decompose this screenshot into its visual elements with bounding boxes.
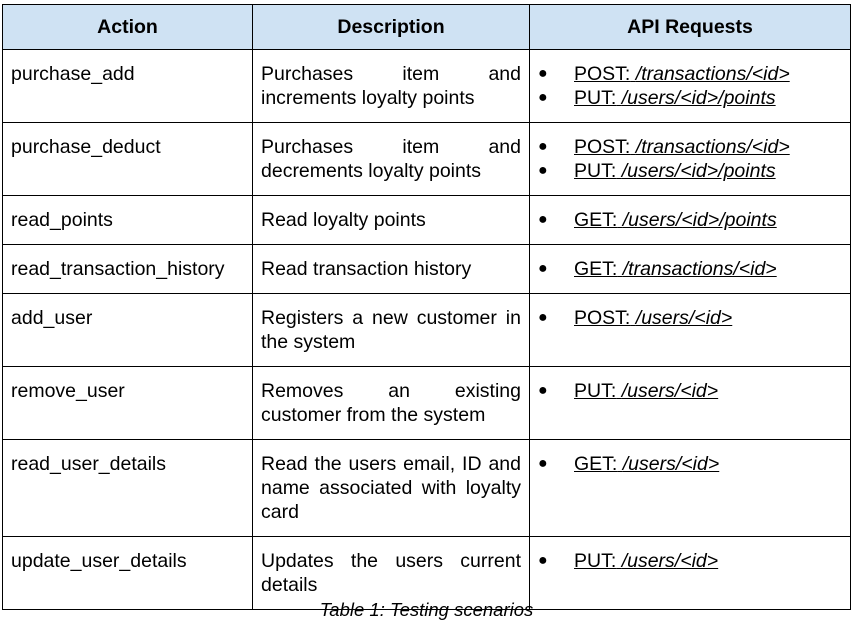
endpoint-path: /users/<id>/points (621, 160, 776, 182)
bullet-icon: ● (538, 455, 548, 472)
api-request-list: ● POST: /transactions/<id> ● PUT: /users/<i… (538, 135, 842, 183)
api-request-item: ● POST: /transactions/<id> (538, 62, 842, 86)
api-request-item: ● PUT: /users/<id>/points (538, 159, 842, 183)
bullet-icon: ● (538, 211, 548, 228)
api-requests-cell: ● POST: /users/<id> (529, 293, 851, 367)
api-request-link[interactable]: GET: /users/<id>/points (574, 209, 777, 231)
api-request-item: ● GET: /users/<id>/points (538, 208, 842, 232)
api-request-list: ● PUT: /users/<id> (538, 549, 842, 573)
api-requests-cell: ● GET: /users/<id> (529, 439, 851, 537)
http-method: GET: (574, 258, 618, 280)
http-method: PUT: (574, 550, 617, 572)
api-requests-cell: ● PUT: /users/<id> (529, 536, 851, 610)
api-request-item: ● POST: /users/<id> (538, 306, 842, 330)
http-method: POST: (574, 307, 631, 329)
bullet-icon: ● (538, 138, 548, 155)
endpoint-path: /transactions/<id> (635, 136, 790, 158)
http-method: PUT: (574, 160, 617, 182)
header-row: Action Description API Requests (2, 4, 851, 50)
http-method: GET: (574, 209, 618, 231)
action-cell: remove_user (2, 366, 253, 440)
action-cell: read_points (2, 195, 253, 245)
endpoint-path: /users/<id> (622, 453, 720, 475)
action-cell: update_user_details (2, 536, 253, 610)
endpoint-path: /transactions/<id> (635, 63, 790, 85)
http-method: POST: (574, 136, 631, 158)
api-request-list: ● GET: /users/<id> (538, 452, 842, 476)
api-requests-cell: ● PUT: /users/<id> (529, 366, 851, 440)
api-request-item: ● GET: /users/<id> (538, 452, 842, 476)
api-request-item: ● PUT: /users/<id> (538, 379, 842, 403)
bullet-icon: ● (538, 309, 548, 326)
api-request-list: ● PUT: /users/<id> (538, 379, 842, 403)
table-header: Action Description API Requests (2, 4, 851, 50)
header-action: Action (2, 4, 253, 50)
action-cell: read_transaction_history (2, 244, 253, 294)
header-description: Description (252, 4, 530, 50)
action-cell: read_user_details (2, 439, 253, 537)
action-cell: purchase_deduct (2, 122, 253, 196)
endpoint-path: /transactions/<id> (622, 258, 777, 280)
api-request-list: ● GET: /users/<id>/points (538, 208, 842, 232)
api-request-item: ● PUT: /users/<id> (538, 549, 842, 573)
description-cell: Read the users email, ID and name associ… (252, 439, 530, 537)
description-cell: Removes an existing customer from the sy… (252, 366, 530, 440)
endpoint-path: /users/<id> (621, 550, 719, 572)
description-cell: Read loyalty points (252, 195, 530, 245)
http-method: PUT: (574, 87, 617, 109)
description-cell: Purchases item and decrements loyalty po… (252, 122, 530, 196)
api-requests-cell: ● POST: /transactions/<id> ● PUT: /users/<i… (529, 49, 851, 123)
action-cell: add_user (2, 293, 253, 367)
api-request-list: ● POST: /users/<id> (538, 306, 842, 330)
api-request-link[interactable]: GET: /users/<id> (574, 453, 719, 475)
bullet-icon: ● (538, 65, 548, 82)
bullet-icon: ● (538, 162, 548, 179)
description-cell: Registers a new customer in the system (252, 293, 530, 367)
endpoint-path: /users/<id> (635, 307, 733, 329)
api-request-link[interactable]: POST: /users/<id> (574, 307, 732, 329)
testing-scenarios-table: Action Description API Requests purchase… (2, 4, 851, 610)
bullet-icon: ● (538, 552, 548, 569)
api-request-link[interactable]: PUT: /users/<id>/points (574, 160, 776, 182)
description-cell: Updates the users current details (252, 536, 530, 610)
bullet-icon: ● (538, 382, 548, 399)
description-cell: Read transaction history (252, 244, 530, 294)
api-requests-cell: ● GET: /transactions/<id> (529, 244, 851, 294)
api-request-link[interactable]: PUT: /users/<id> (574, 380, 718, 402)
endpoint-path: /users/<id>/points (621, 87, 776, 109)
header-api-requests: API Requests (529, 4, 851, 50)
api-request-list: ● POST: /transactions/<id> ● PUT: /users/<i… (538, 62, 842, 110)
api-request-link[interactable]: POST: /transactions/<id> (574, 136, 790, 158)
endpoint-path: /users/<id> (621, 380, 719, 402)
endpoint-path: /users/<id>/points (622, 209, 777, 231)
bullet-icon: ● (538, 260, 548, 277)
api-request-link[interactable]: GET: /transactions/<id> (574, 258, 777, 280)
api-request-link[interactable]: POST: /transactions/<id> (574, 63, 790, 85)
api-requests-cell: ● GET: /users/<id>/points (529, 195, 851, 245)
api-request-link[interactable]: PUT: /users/<id> (574, 550, 718, 572)
http-method: POST: (574, 63, 631, 85)
api-request-item: ● PUT: /users/<id>/points (538, 86, 842, 110)
api-requests-cell: ● POST: /transactions/<id> ● PUT: /users/<i… (529, 122, 851, 196)
table-caption: Table 1: Testing scenarios (319, 599, 534, 620)
http-method: GET: (574, 453, 618, 475)
bullet-icon: ● (538, 89, 548, 106)
http-method: PUT: (574, 380, 617, 402)
api-request-item: ● GET: /transactions/<id> (538, 257, 842, 281)
action-cell: purchase_add (2, 49, 253, 123)
api-request-item: ● POST: /transactions/<id> (538, 135, 842, 159)
api-request-link[interactable]: PUT: /users/<id>/points (574, 87, 776, 109)
description-cell: Purchases item and increments loyalty po… (252, 49, 530, 123)
api-request-list: ● GET: /transactions/<id> (538, 257, 842, 281)
